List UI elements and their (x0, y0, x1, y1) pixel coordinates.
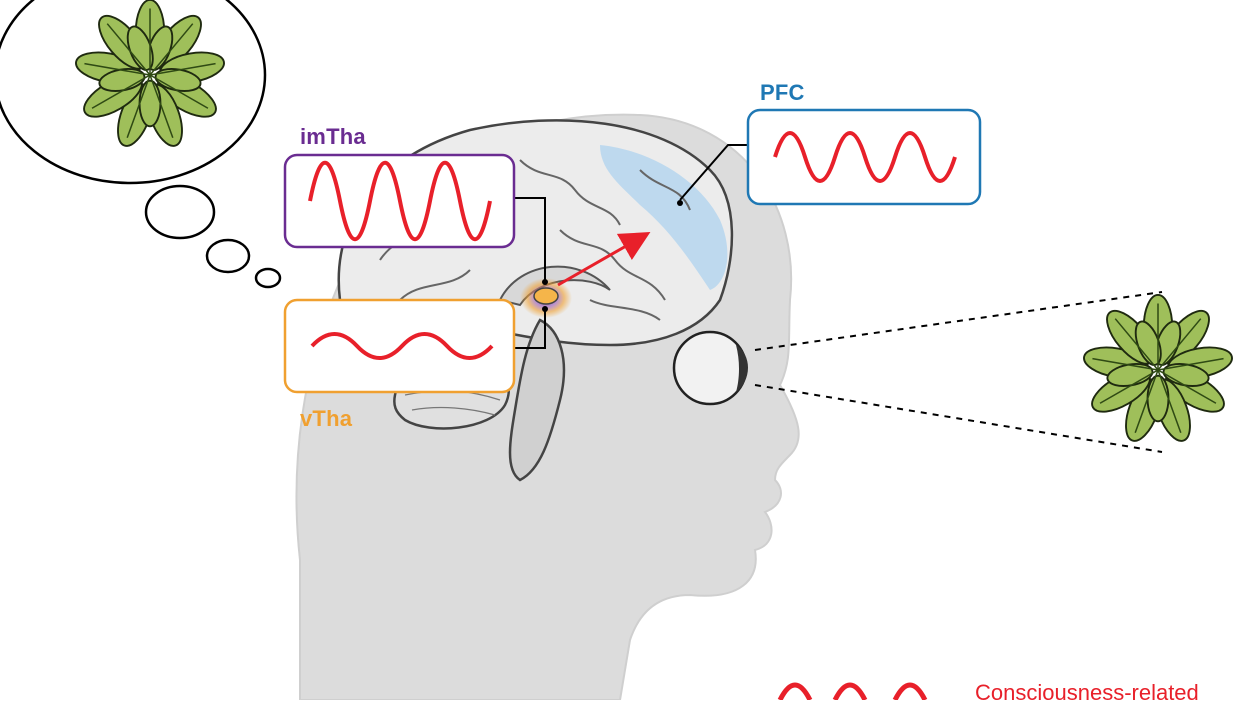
brainstem (508, 318, 566, 482)
legend-label: Consciousness-related (975, 680, 1199, 705)
pfc-waveform (773, 131, 957, 183)
pfc-highlight (600, 145, 728, 290)
imtha-waveform (308, 161, 492, 241)
connector-lines (514, 144, 748, 349)
imtha-box (283, 153, 516, 249)
plant-rosette-icon (1080, 293, 1236, 447)
pfc-box (746, 108, 982, 206)
vtha-box (283, 298, 516, 394)
thalamus-to-pfc-arrow (557, 232, 651, 287)
vtha-waveform (310, 332, 494, 360)
pfc-label: PFC (760, 80, 805, 105)
imtha-label: imTha (300, 124, 366, 149)
legend-waveform (777, 682, 928, 700)
eye-icon (672, 330, 748, 406)
vtha-label: vTha (300, 406, 353, 431)
sight-lines (754, 291, 1163, 453)
